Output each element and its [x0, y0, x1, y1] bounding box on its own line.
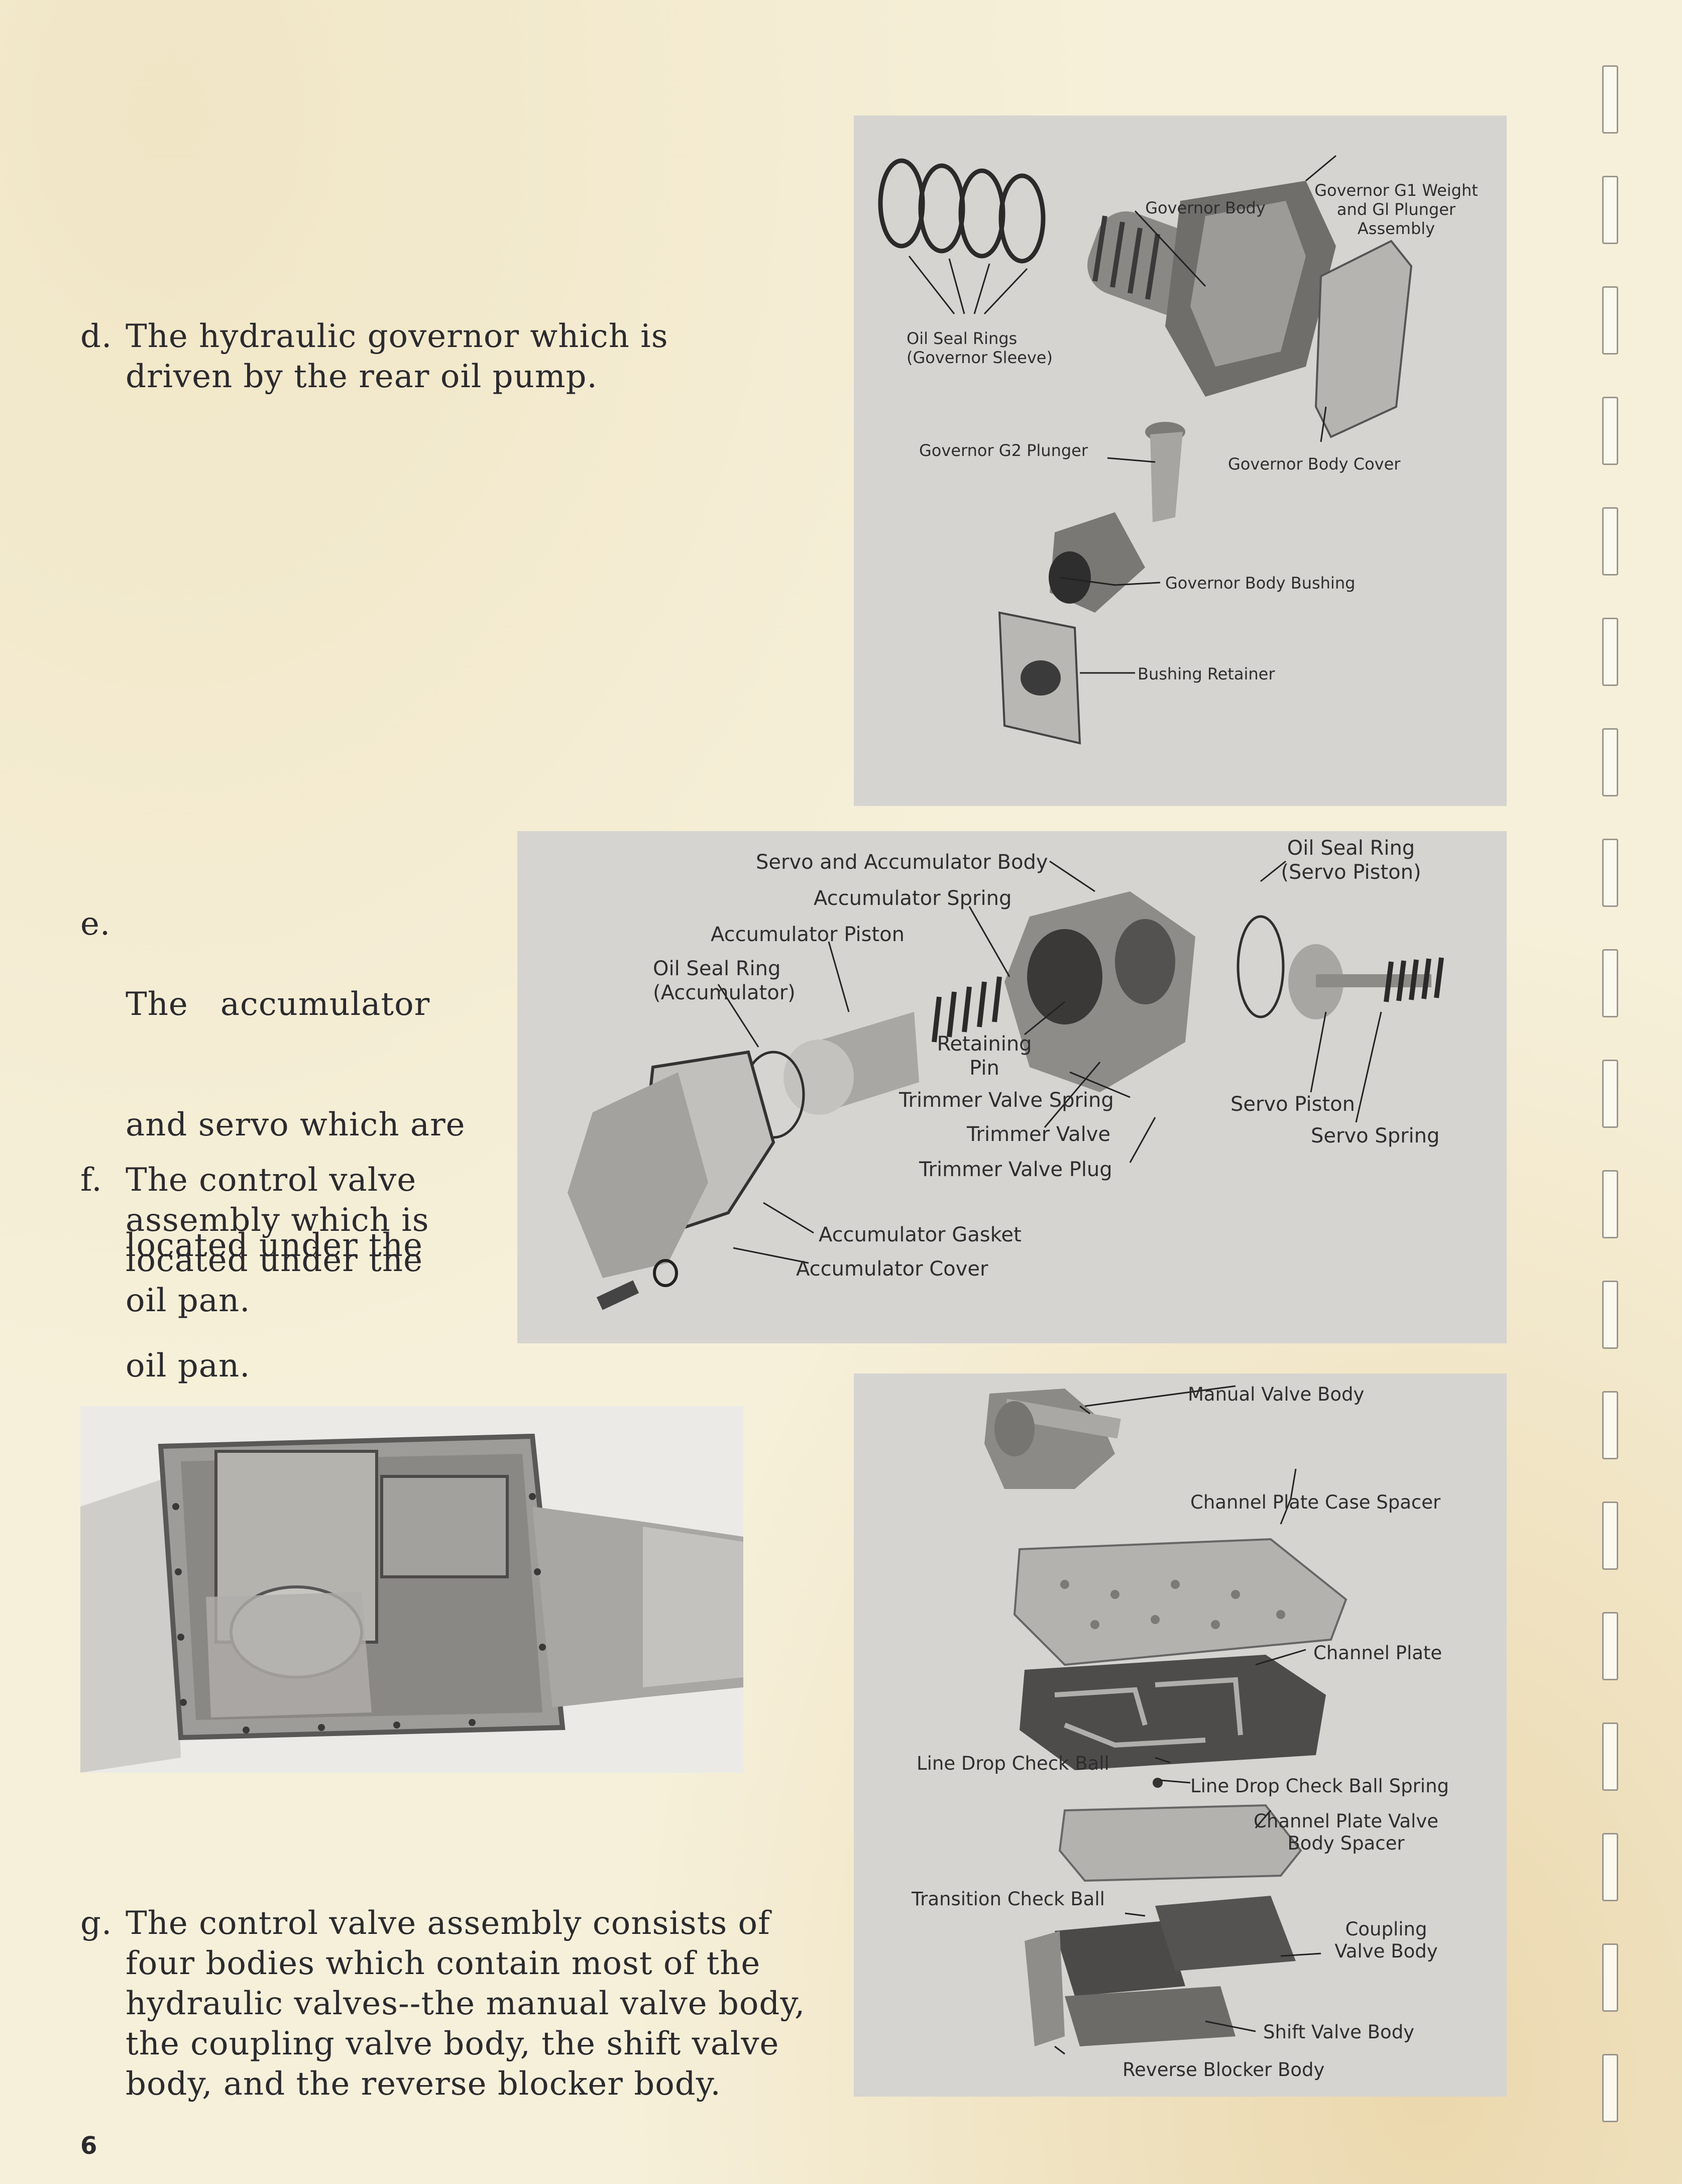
label-line: Channel Plate Valve: [1253, 1810, 1438, 1832]
binder-hole: [1602, 1722, 1618, 1791]
label-channel-plate: Channel Plate: [1313, 1642, 1442, 1664]
binder-hole: [1602, 1943, 1618, 2012]
label-oil-seal-ring-accumulator: Oil Seal Ring (Accumulator): [653, 957, 814, 1005]
label-g1-weight: Governor G1 Weight and Gl Plunger Assemb…: [1306, 181, 1487, 238]
label-line: Valve Body: [1334, 1940, 1438, 1962]
paragraph-f: f. The control valve assembly which is l…: [80, 1160, 482, 1326]
label-bushing-retainer: Bushing Retainer: [1138, 664, 1275, 683]
control-valve-illustration: [984, 1385, 1348, 2055]
paragraph-e: e. The accumulator and servo which are l…: [80, 904, 482, 1385]
servo-illustration: [568, 860, 1444, 1310]
binder-hole: [1602, 1391, 1618, 1459]
label-line: Governor G1 Weight: [1314, 181, 1478, 200]
transmission-illustration: [80, 1406, 743, 1773]
paragraph-line: located under the: [126, 1242, 423, 1279]
binder-hole: [1602, 1281, 1618, 1349]
label-line: and Gl Plunger: [1336, 200, 1456, 219]
label-transition-check-ball: Transition Check Ball: [912, 1888, 1105, 1910]
paragraph-line: oil pan.: [126, 1347, 251, 1385]
binder-hole: [1602, 65, 1618, 134]
label-oil-seal-rings: Oil Seal Rings (Governor Sleeve): [907, 329, 1057, 367]
page-number: 6: [80, 2132, 97, 2160]
paragraph-line: and servo which are: [126, 1106, 466, 1143]
governor-figure: Governor Body Governor G1 Weight and Gl …: [854, 116, 1507, 806]
label-oil-seal-ring-servo: Oil Seal Ring (Servo Piston): [1261, 836, 1441, 884]
label-servo-spring: Servo Spring: [1311, 1124, 1440, 1147]
servo-accumulator-figure: Servo and Accumulator Body Accumulator S…: [517, 831, 1507, 1343]
binder-hole: [1602, 2054, 1618, 2122]
binder-hole: [1602, 728, 1618, 796]
label-trimmer-valve: Trimmer Valve: [967, 1123, 1110, 1146]
label-governor-body: Governor Body: [1145, 198, 1266, 217]
paragraph-line: The control valve assembly consists of: [126, 1905, 770, 1942]
paragraph-line: oil pan.: [126, 1282, 251, 1319]
binder-hole: [1602, 1502, 1618, 1570]
label-retaining-pin: Retaining Pin: [929, 1032, 1040, 1080]
label-line: Oil Seal Ring: [1287, 837, 1415, 860]
transmission-photo: [80, 1406, 743, 1773]
binder-hole: [1602, 1612, 1618, 1680]
control-valve-figure: Manual Valve Body Channel Plate Case Spa…: [854, 1373, 1507, 2097]
paragraph-label: g.: [80, 1905, 113, 1942]
paragraph-label: e.: [80, 905, 111, 943]
paragraph-line: The accumulator: [126, 986, 430, 1023]
binder-hole: [1602, 1170, 1618, 1238]
paragraph-line: body, and the reverse blocker body.: [126, 2065, 721, 2103]
label-servo-body: Servo and Accumulator Body: [756, 851, 1048, 874]
label-accumulator-piston: Accumulator Piston: [711, 923, 905, 946]
paragraph-line: located under the: [126, 1227, 423, 1264]
label-line: Pin: [969, 1057, 999, 1080]
label-valve-body-spacer: Channel Plate Valve Body Spacer: [1251, 1810, 1441, 1855]
label-body-cover: Governor Body Cover: [1228, 454, 1401, 474]
label-shift-valve-body: Shift Valve Body: [1263, 2021, 1415, 2043]
label-manual-valve-body: Manual Valve Body: [1188, 1384, 1365, 1405]
label-accumulator-spring: Accumulator Spring: [814, 887, 1012, 910]
paragraph-label: d.: [80, 318, 113, 355]
label-coupling-valve-body: Coupling Valve Body: [1316, 1918, 1456, 1963]
paragraph-g: g. The control valve assembly consists o…: [80, 1903, 834, 2109]
paragraph-line: The control valve: [126, 1162, 417, 1199]
paragraph-line: the coupling valve body, the shift valve: [126, 2025, 779, 2062]
label-line: Body Spacer: [1287, 1832, 1405, 1854]
binder-hole: [1602, 176, 1618, 244]
label-line: (Governor Sleeve): [907, 348, 1053, 367]
binder-holes: [1602, 65, 1622, 2174]
label-line: (Servo Piston): [1281, 861, 1421, 884]
label-line: Oil Seal Rings: [907, 329, 1018, 348]
binder-hole: [1602, 286, 1618, 355]
paragraph-line: The hydraulic governor which is: [126, 318, 668, 355]
binder-hole: [1602, 1060, 1618, 1128]
label-line: (Accumulator): [653, 981, 796, 1004]
label-line-drop-check-ball: Line Drop Check Ball: [917, 1753, 1109, 1774]
label-g2-plunger: Governor G2 Plunger: [919, 441, 1088, 460]
paragraph-line: assembly which is: [126, 1202, 429, 1239]
label-line: Coupling: [1345, 1918, 1427, 1940]
governor-illustration: [878, 155, 1413, 745]
label-line: Retaining: [937, 1032, 1032, 1056]
binder-hole: [1602, 1833, 1618, 1901]
label-accumulator-gasket: Accumulator Gasket: [819, 1223, 1022, 1246]
label-trimmer-valve-spring: Trimmer Valve Spring: [899, 1089, 1114, 1112]
binder-hole: [1602, 839, 1618, 907]
paragraph-line: four bodies which contain most of the: [126, 1945, 761, 1982]
label-line-drop-spring: Line Drop Check Ball Spring: [1190, 1775, 1449, 1797]
label-case-spacer: Channel Plate Case Spacer: [1190, 1491, 1441, 1513]
binder-hole: [1602, 949, 1618, 1017]
paragraph-line: hydraulic valves--the manual valve body,: [126, 1985, 806, 2022]
label-servo-piston: Servo Piston: [1230, 1093, 1356, 1116]
binder-hole: [1602, 507, 1618, 576]
label-body-bushing: Governor Body Bushing: [1165, 573, 1356, 593]
paragraph-line: driven by the rear oil pump.: [126, 358, 598, 395]
label-line: Assembly: [1357, 219, 1435, 238]
paragraph-d: d. The hydraulic governor which is drive…: [80, 316, 733, 402]
label-trimmer-valve-plug: Trimmer Valve Plug: [919, 1158, 1112, 1181]
paragraph-label: f.: [80, 1162, 102, 1199]
label-reverse-blocker-body: Reverse Blocker Body: [1123, 2059, 1325, 2081]
binder-hole: [1602, 397, 1618, 465]
label-accumulator-cover: Accumulator Cover: [796, 1257, 988, 1281]
binder-hole: [1602, 618, 1618, 686]
label-line: Oil Seal Ring: [653, 957, 781, 980]
